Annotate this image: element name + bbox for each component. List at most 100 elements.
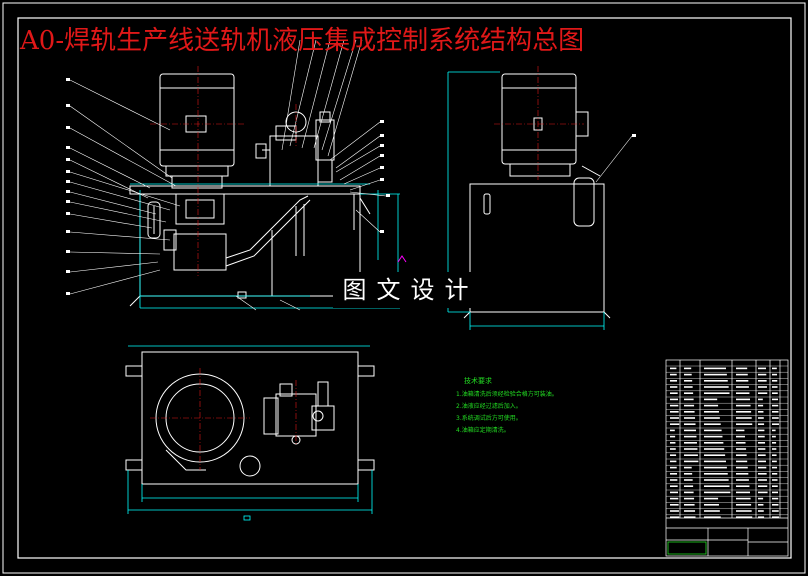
- parts-list-cell-text: [704, 510, 720, 512]
- parts-list-cell-text: [670, 510, 679, 512]
- parts-list-cell-text: [670, 442, 676, 444]
- parts-list-cell-text: [758, 367, 766, 370]
- parts-list-cell-text: [704, 404, 719, 407]
- parts-list-cell-text: [736, 485, 750, 487]
- parts-list-cell-text: [670, 423, 680, 425]
- parts-list-cell-text: [684, 373, 692, 376]
- parts-list-cell-text: [772, 386, 778, 388]
- parts-list-cell-text: [684, 454, 698, 456]
- parts-list-cell-text: [736, 442, 746, 444]
- parts-list-cell-text: [684, 398, 694, 401]
- parts-list-cell-text: [670, 411, 679, 413]
- parts-list-text-marks: [670, 367, 779, 518]
- parts-list-cell-text: [758, 423, 765, 425]
- parts-list-cell-text: [670, 367, 677, 370]
- parts-list-cell-text: [684, 404, 695, 407]
- parts-list-cell-text: [684, 367, 692, 370]
- parts-list-cell-text: [736, 435, 745, 438]
- parts-list-cell-text: [772, 448, 777, 450]
- top-view-dimensions: [127, 345, 373, 521]
- parts-list-cell-text: [704, 417, 720, 419]
- parts-list-cell-text: [772, 423, 779, 425]
- side-center-lines: [494, 66, 584, 180]
- parts-list-cell-text: [704, 373, 727, 376]
- parts-list-cell-text: [704, 504, 719, 506]
- parts-list-cell-text: [772, 460, 777, 463]
- parts-list-cell-text: [772, 380, 778, 382]
- technical-requirements-heading: 技术要求: [464, 377, 492, 385]
- parts-list-cell-text: [684, 417, 696, 419]
- parts-list-cell-text: [670, 497, 679, 500]
- parts-list-cell-text: [684, 485, 694, 487]
- parts-list-cell-text: [772, 473, 778, 475]
- parts-list-cell-text: [736, 380, 749, 382]
- side-leader: [595, 135, 633, 183]
- parts-list-cell-text: [736, 491, 750, 494]
- parts-list-cell-text: [684, 411, 695, 413]
- parts-list-cell-text: [772, 454, 777, 456]
- parts-list-cell-text: [684, 386, 693, 388]
- top-tank-outline: [141, 351, 359, 485]
- parts-list-cell-text: [670, 516, 680, 518]
- parts-list-cell-text: [670, 386, 678, 388]
- parts-list-cell-text: [772, 491, 778, 494]
- parts-list-cell-text: [704, 442, 724, 444]
- parts-list-cell-text: [670, 404, 679, 407]
- parts-list-cell-text: [736, 510, 752, 512]
- section-marker: [397, 255, 407, 263]
- parts-list-cell-text: [704, 516, 721, 518]
- parts-list-cell-text: [736, 386, 749, 388]
- parts-list-cell-text: [772, 404, 779, 407]
- parts-list-cell-text: [704, 473, 728, 475]
- parts-list-cell-text: [684, 435, 697, 438]
- filler-cap: [239, 455, 261, 477]
- watermark-text: 图文设计: [333, 272, 488, 308]
- side-leader-label: [632, 134, 636, 137]
- parts-list-cell-text: [772, 411, 779, 413]
- technical-note-4: 4.油箱应定期清洗。: [456, 427, 510, 434]
- parts-list-cell-text: [772, 466, 778, 469]
- drawing-title: A0-焊轨生产线送轨机液压集成控制系统结构总图: [20, 26, 585, 56]
- oil-tank: [139, 193, 361, 297]
- parts-list-cell-text: [772, 429, 776, 432]
- parts-list-cell-text: [670, 454, 677, 456]
- parts-list-cell-text: [736, 404, 751, 407]
- parts-list-cell-text: [684, 460, 699, 463]
- technical-note-2: 2.油液应经过滤后加入。: [456, 403, 522, 410]
- parts-list-cell-text: [704, 485, 730, 487]
- leader-labels: [66, 78, 390, 295]
- parts-list-cell-text: [772, 485, 778, 487]
- parts-list-cell-text: [736, 473, 749, 475]
- parts-list-cell-text: [758, 460, 766, 463]
- parts-list-cell-text: [736, 367, 748, 370]
- parts-list-cell-text: [670, 398, 678, 401]
- parts-list-cell-text: [758, 417, 764, 419]
- parts-list-cell-text: [758, 398, 763, 401]
- parts-list-cell-text: [704, 392, 730, 394]
- parts-list-cell-text: [758, 404, 764, 407]
- technical-note-1: 1.油箱清洗后须经检验合格方可装油。: [456, 391, 558, 398]
- parts-list-cell-text: [670, 460, 677, 463]
- parts-list-cell-text: [704, 497, 719, 500]
- parts-list-cell-text: [772, 497, 779, 500]
- parts-list-cell-text: [684, 423, 696, 425]
- parts-list-cell-text: [704, 491, 731, 494]
- parts-list-cell-text: [684, 510, 696, 512]
- parts-list-cell-text: [670, 504, 679, 506]
- parts-list-cell-text: [772, 398, 778, 401]
- center-lines: [150, 66, 297, 276]
- parts-list-cell-text: [758, 454, 766, 456]
- parts-list-cell-text: [758, 448, 766, 450]
- parts-list-cell-text: [704, 479, 729, 481]
- parts-list-cell-text: [704, 429, 722, 432]
- parts-list-cell-text: [704, 386, 729, 388]
- parts-list-cell-text: [684, 448, 698, 450]
- parts-list-cell-text: [758, 429, 765, 432]
- parts-list-cell-text: [772, 373, 778, 376]
- inner-border: [17, 17, 792, 559]
- parts-list-cell-text: [704, 435, 723, 438]
- parts-list-cell-text: [758, 373, 767, 376]
- parts-list-cell-text: [758, 442, 766, 444]
- parts-list-cell-text: [758, 516, 765, 518]
